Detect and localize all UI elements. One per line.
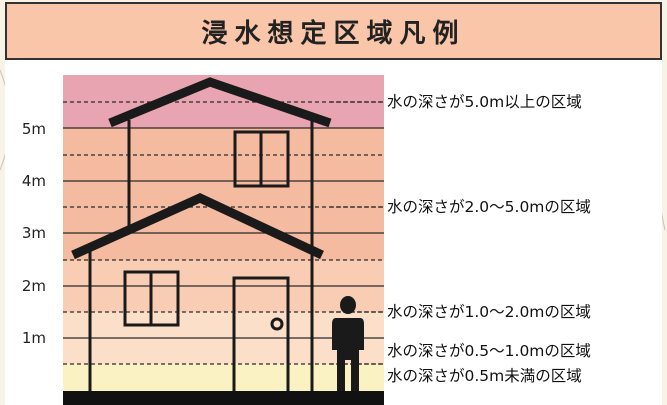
lower-roof bbox=[71, 193, 324, 260]
house-illustration bbox=[71, 77, 332, 395]
depth-label-5m: 5m bbox=[21, 120, 46, 138]
upper-roof bbox=[108, 77, 332, 128]
zone-label-over-5m: 水の深さが5.0m以上の区域 bbox=[387, 93, 582, 111]
ground-line bbox=[63, 391, 384, 405]
zone-label-1-to-2m: 水の深さが1.0〜2.0mの区域 bbox=[387, 303, 591, 321]
zone-band-under-0-5m bbox=[63, 364, 384, 393]
depth-label-3m: 3m bbox=[21, 224, 46, 242]
depth-label-4m: 4m bbox=[21, 172, 46, 190]
depth-label-2m: 2m bbox=[21, 277, 46, 295]
legend-title: 浸水想定区域凡例 bbox=[5, 2, 662, 60]
door-knob bbox=[270, 317, 284, 331]
zone-label-2-to-5m: 水の深さが2.0〜5.0mの区域 bbox=[387, 198, 591, 216]
zone-label-under-0-5m: 水の深さが0.5m未満の区域 bbox=[387, 367, 582, 385]
depth-label-1m: 1m bbox=[21, 329, 46, 347]
person-silhouette bbox=[332, 296, 364, 393]
zone-label-0-5-to-1m: 水の深さが0.5〜1.0mの区域 bbox=[387, 342, 591, 360]
